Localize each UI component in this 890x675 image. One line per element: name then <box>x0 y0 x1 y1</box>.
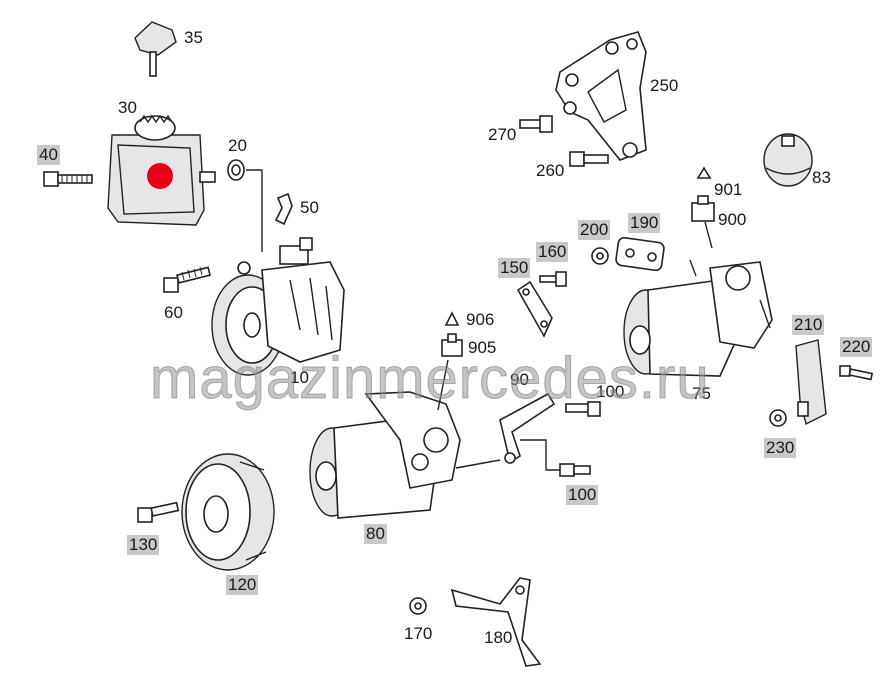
part-83-filter <box>763 133 813 187</box>
callout-901: 901 <box>714 180 743 199</box>
marker-dot <box>147 163 173 189</box>
callout-150: 150 <box>498 258 531 278</box>
part-250-bracket <box>555 31 647 161</box>
part-900-901-connector <box>691 166 715 249</box>
part-160-bolt <box>539 271 567 287</box>
callout-90: 90 <box>510 370 529 389</box>
watermark-text: magazinmercedes.ru <box>150 346 710 412</box>
callout-170: 170 <box>404 624 433 643</box>
part-10-pump <box>211 237 345 376</box>
callout-160: 160 <box>536 242 569 262</box>
part-120-pulley <box>181 453 275 571</box>
part-190-gasket <box>615 236 665 272</box>
callout-100-upper: 100 <box>596 382 625 401</box>
callout-80: 80 <box>364 524 387 544</box>
callout-83: 83 <box>812 168 831 187</box>
callout-210: 210 <box>792 315 825 335</box>
callout-50: 50 <box>300 198 319 217</box>
callout-200: 200 <box>578 220 611 240</box>
part-180-bracket <box>450 577 542 667</box>
part-200-nut <box>591 247 609 265</box>
part-905-906-connector <box>441 311 463 357</box>
callout-100-lower: 100 <box>566 485 599 505</box>
callout-130: 130 <box>127 535 160 555</box>
callout-250: 250 <box>650 76 679 95</box>
callout-20: 20 <box>228 136 247 155</box>
part-80-pump <box>309 359 501 519</box>
callout-900: 900 <box>718 210 747 229</box>
callout-905: 905 <box>468 338 497 357</box>
callout-30: 30 <box>118 98 137 117</box>
part-35-dipstick-cap <box>134 21 177 77</box>
part-60-bolt <box>163 266 211 293</box>
part-170-nut <box>409 597 427 615</box>
part-230-washer <box>769 409 787 427</box>
callout-270: 270 <box>488 125 517 144</box>
part-130-bolt <box>137 501 180 523</box>
part-220-bolt <box>839 365 874 381</box>
part-50-clip <box>274 192 293 226</box>
part-75-pump <box>623 259 773 377</box>
callout-260: 260 <box>536 161 565 180</box>
callout-40: 40 <box>37 145 60 165</box>
callout-75: 75 <box>692 384 711 403</box>
callout-10: 10 <box>290 368 309 387</box>
part-100-bolt-lower <box>559 463 591 477</box>
callout-220: 220 <box>840 337 873 357</box>
part-150-plate <box>516 280 553 338</box>
callout-35: 35 <box>184 28 203 47</box>
part-210-bracket <box>795 339 827 426</box>
part-100-bolt-upper <box>565 401 601 417</box>
callout-60: 60 <box>164 303 183 322</box>
callout-180: 180 <box>484 628 513 647</box>
part-270-bolt <box>519 115 553 133</box>
callout-906: 906 <box>466 310 495 329</box>
callout-190: 190 <box>628 213 661 233</box>
part-260-bolt <box>569 151 609 167</box>
part-90-arm <box>499 392 560 471</box>
callout-230: 230 <box>764 438 797 458</box>
part-40-bolt <box>43 171 93 187</box>
part-20-ring <box>227 159 263 252</box>
callout-120: 120 <box>226 575 259 595</box>
